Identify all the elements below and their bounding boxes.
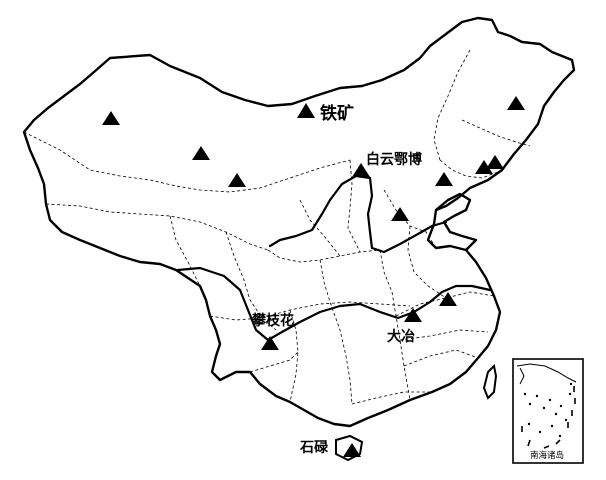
mine-marker-qian-an: [435, 172, 453, 186]
mine-marker-heilongjiang: [507, 96, 525, 110]
yangtze-river: [176, 266, 492, 342]
label-shilu: 石碌: [299, 440, 329, 456]
mine-marker-xinjiang: [102, 111, 120, 125]
iron-ore-mines: [102, 96, 525, 457]
inset-coast: [516, 363, 577, 385]
mine-marker-baiyun-ebo: [352, 163, 370, 177]
legend-symbol-icon: [297, 103, 315, 118]
label-daye: 大冶: [387, 328, 415, 345]
inset-boundary-dashes: [521, 386, 576, 449]
mine-marker-anshan: [475, 160, 493, 174]
inset-islands: [523, 382, 573, 438]
legend: 铁矿: [297, 103, 354, 124]
label-panzhihua: 攀枝花: [252, 312, 294, 329]
legend-label: 铁矿: [320, 103, 354, 124]
mine-marker-shilu: [343, 443, 361, 457]
south-china-sea-inset: 南海诸岛: [512, 358, 584, 464]
mine-marker-hebei: [391, 207, 409, 221]
mine-marker-benxi: [486, 155, 504, 169]
inset-label: 南海诸岛: [530, 450, 564, 461]
china-outline: [22, 16, 576, 428]
mine-marker-qinghai: [228, 173, 246, 187]
mine-marker-daye: [404, 308, 422, 322]
mine-marker-ma-anshan: [439, 292, 457, 306]
province-boundaries: [23, 49, 531, 405]
mine-marker-jiuquan: [192, 146, 210, 160]
yellow-river: [268, 174, 448, 254]
mine-marker-panzhihua: [261, 336, 279, 350]
bohai-coast: [435, 192, 478, 251]
label-baiyun-ebo: 白云鄂博: [366, 151, 422, 168]
taiwan-island: [482, 363, 498, 400]
